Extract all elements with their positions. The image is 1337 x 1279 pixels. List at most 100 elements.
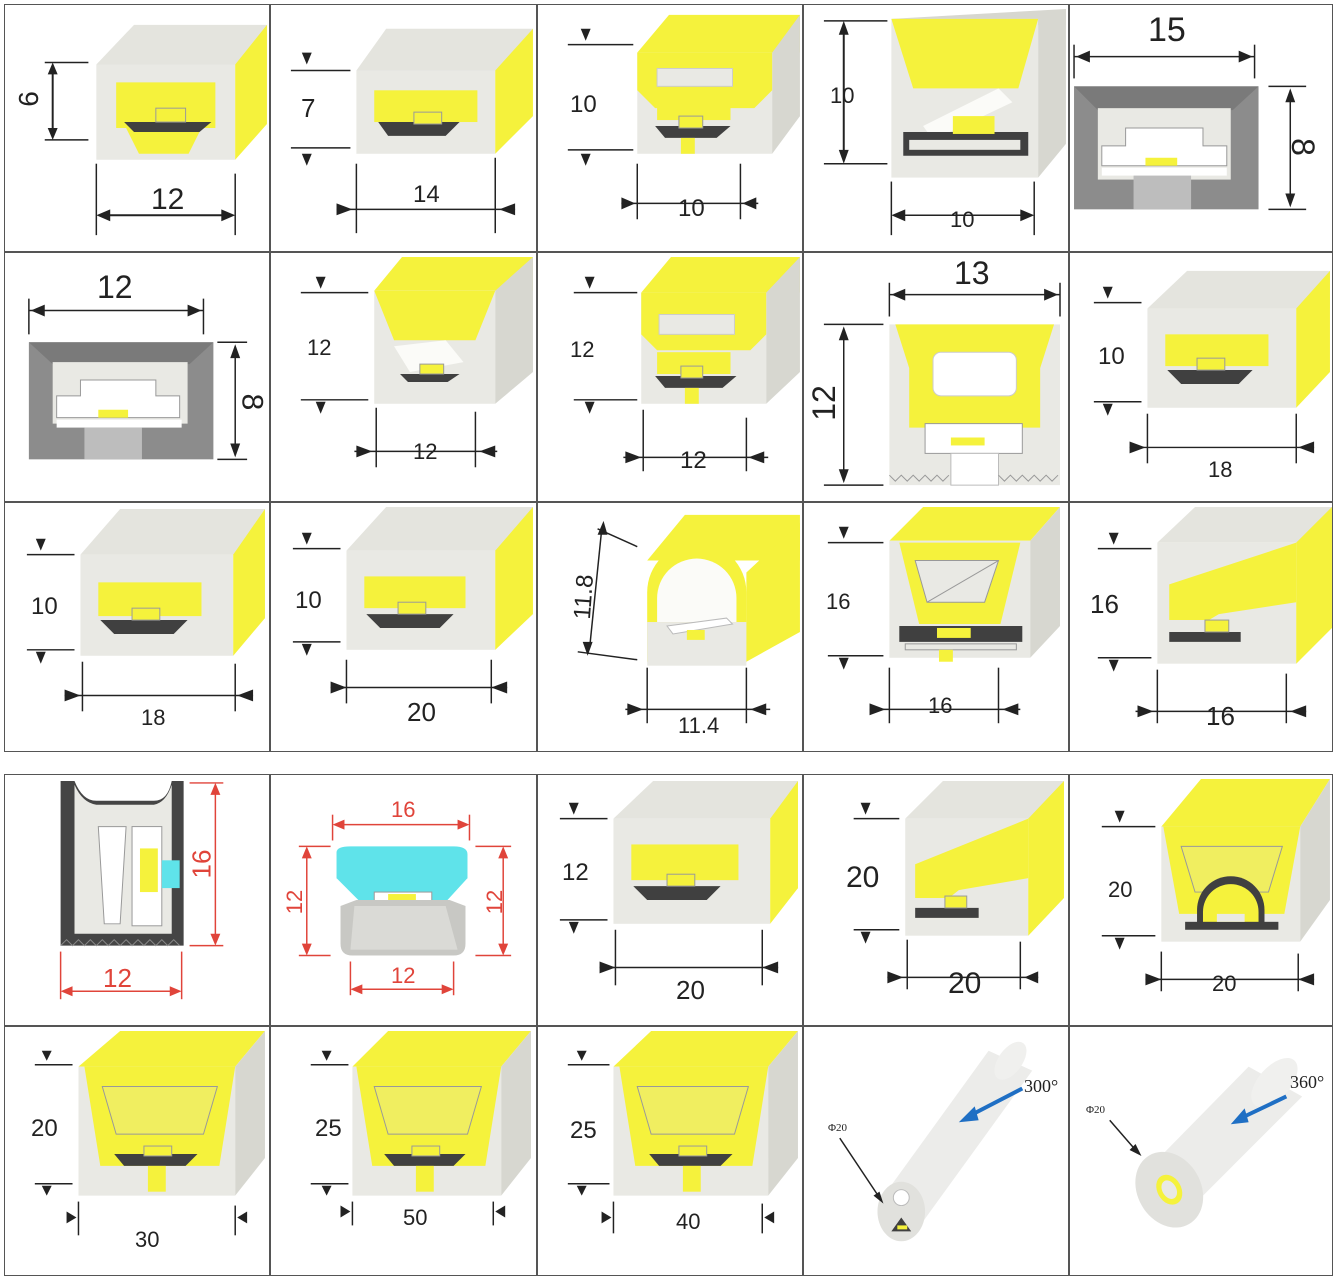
profile-diagram-13 (577, 514, 800, 724)
width-label-4: 10 (950, 207, 975, 232)
profile-diagram-12 (292, 506, 533, 704)
height-label-21: 20 (31, 1115, 58, 1142)
height-label-23: 25 (570, 1117, 597, 1144)
profile-diagram-16 (59, 780, 224, 1000)
profile-cell-2: 7 14 (270, 4, 537, 252)
profile-diagram-25 (1109, 1058, 1303, 1228)
height-label-6: 8 (235, 393, 269, 411)
height-label-14: 16 (826, 589, 851, 614)
profile-cell-22: 25 50 (270, 1026, 537, 1276)
profile-diagram-21 (34, 1030, 265, 1236)
height-label-11: 10 (31, 593, 58, 620)
right-height-label-17: 12 (482, 889, 508, 915)
top-width-label-17: 16 (391, 797, 416, 822)
diameter-label-24: Φ20 (828, 1122, 848, 1134)
width-label-9: 13 (954, 255, 990, 291)
angle-label-25: 360° (1290, 1072, 1325, 1092)
profile-diagram-19 (853, 780, 1064, 990)
profile-cell-6: 12 8 (4, 252, 270, 502)
profile-cell-21: 20 30 (4, 1026, 270, 1276)
height-label-20: 20 (1108, 877, 1133, 902)
profile-cell-15: 16 16 (1069, 502, 1333, 752)
width-label-5: 15 (1148, 11, 1186, 49)
profile-diagram-18 (559, 780, 798, 986)
profile-diagram-9 (823, 282, 1061, 486)
width-label-11: 18 (141, 705, 166, 730)
profile-cell-4: 10 10 (803, 4, 1069, 252)
width-label-3: 10 (678, 195, 705, 222)
profile-diagram-14 (827, 506, 1060, 724)
profile-cell-3: 10 10 (537, 4, 803, 252)
profile-cell-23: 25 40 (537, 1026, 803, 1276)
width-label-2: 14 (413, 181, 440, 208)
width-label-7: 12 (413, 439, 438, 464)
profile-cell-10: 10 18 (1069, 252, 1333, 502)
width-label-13: 11.4 (678, 713, 720, 738)
height-label-13: 11.8 (568, 573, 600, 621)
bottom-width-label-17: 12 (391, 963, 416, 988)
height-label-1: 6 (12, 91, 44, 107)
width-label-10: 18 (1208, 457, 1233, 482)
width-label-14: 16 (928, 693, 953, 718)
profile-cell-1: 6 12 (4, 4, 270, 252)
profile-diagram-20 (1101, 778, 1330, 992)
profile-cell-16: 16 12 (4, 774, 270, 1026)
profile-cell-13: 11.8 11.4 (537, 502, 803, 752)
profile-diagram-2 (290, 28, 533, 234)
height-label-4: 10 (830, 83, 855, 108)
profile-cell-12: 10 20 (270, 502, 537, 752)
profile-diagram-6 (28, 298, 248, 461)
profile-diagram-3 (567, 14, 800, 220)
width-label-12: 20 (407, 697, 436, 727)
width-label-19: 20 (948, 967, 982, 1000)
profile-cell-17: 16 12 12 12 (270, 774, 537, 1026)
profile-diagram-8 (573, 256, 800, 472)
profile-diagram-4 (823, 8, 1066, 236)
profile-diagram-23 (567, 1030, 798, 1234)
height-label-3: 10 (570, 91, 597, 118)
width-label-18: 20 (676, 975, 705, 1005)
profile-cell-24: Φ20 300° (803, 1026, 1069, 1276)
profile-cell-20: 20 20 (1069, 774, 1333, 1026)
height-label-15: 16 (1090, 589, 1119, 619)
profile-cell-9: 13 12 (803, 252, 1069, 502)
height-label-18: 12 (562, 859, 589, 886)
profile-cell-8: 12 12 (537, 252, 803, 502)
height-label-7: 12 (307, 335, 332, 360)
width-label-23: 40 (676, 1209, 701, 1234)
height-label-10: 10 (1098, 343, 1125, 370)
height-label-12: 10 (295, 587, 322, 614)
profile-diagram-24 (839, 1041, 1033, 1242)
profile-diagram-7 (300, 256, 533, 468)
profile-diagram-10 (1093, 270, 1330, 464)
width-label-6: 12 (97, 269, 133, 305)
width-label-16: 12 (103, 963, 132, 993)
profile-cell-14: 16 16 (803, 502, 1069, 752)
profile-diagram-22 (310, 1030, 531, 1226)
profile-cell-18: 12 20 (537, 774, 803, 1026)
height-label-9: 12 (805, 385, 842, 421)
left-height-label-17: 12 (282, 889, 308, 915)
profile-diagram-1 (44, 24, 267, 236)
profile-cell-19: 20 20 (803, 774, 1069, 1026)
height-label-5: 8 (1284, 138, 1321, 156)
width-label-8: 12 (680, 447, 707, 474)
profile-diagram-11 (26, 508, 265, 712)
profile-cell-25: Φ20 360° (1069, 1026, 1333, 1276)
profile-diagram-15 (1097, 506, 1332, 724)
width-label-20: 20 (1212, 971, 1237, 996)
profile-cell-7: 12 12 (270, 252, 537, 502)
profile-diagram-5 (1073, 44, 1307, 211)
profile-cell-11: 10 18 (4, 502, 270, 752)
height-label-19: 20 (846, 861, 880, 894)
height-label-8: 12 (570, 337, 595, 362)
diameter-label-25: Φ20 (1086, 1104, 1106, 1116)
angle-label-24: 300° (1024, 1076, 1059, 1096)
width-label-22: 50 (403, 1205, 428, 1230)
width-label-1: 12 (151, 183, 185, 216)
height-label-2: 7 (301, 93, 316, 123)
width-label-15: 16 (1206, 701, 1235, 731)
height-label-16: 16 (186, 849, 217, 879)
profile-diagram-17 (298, 814, 512, 996)
height-label-22: 25 (315, 1115, 342, 1142)
